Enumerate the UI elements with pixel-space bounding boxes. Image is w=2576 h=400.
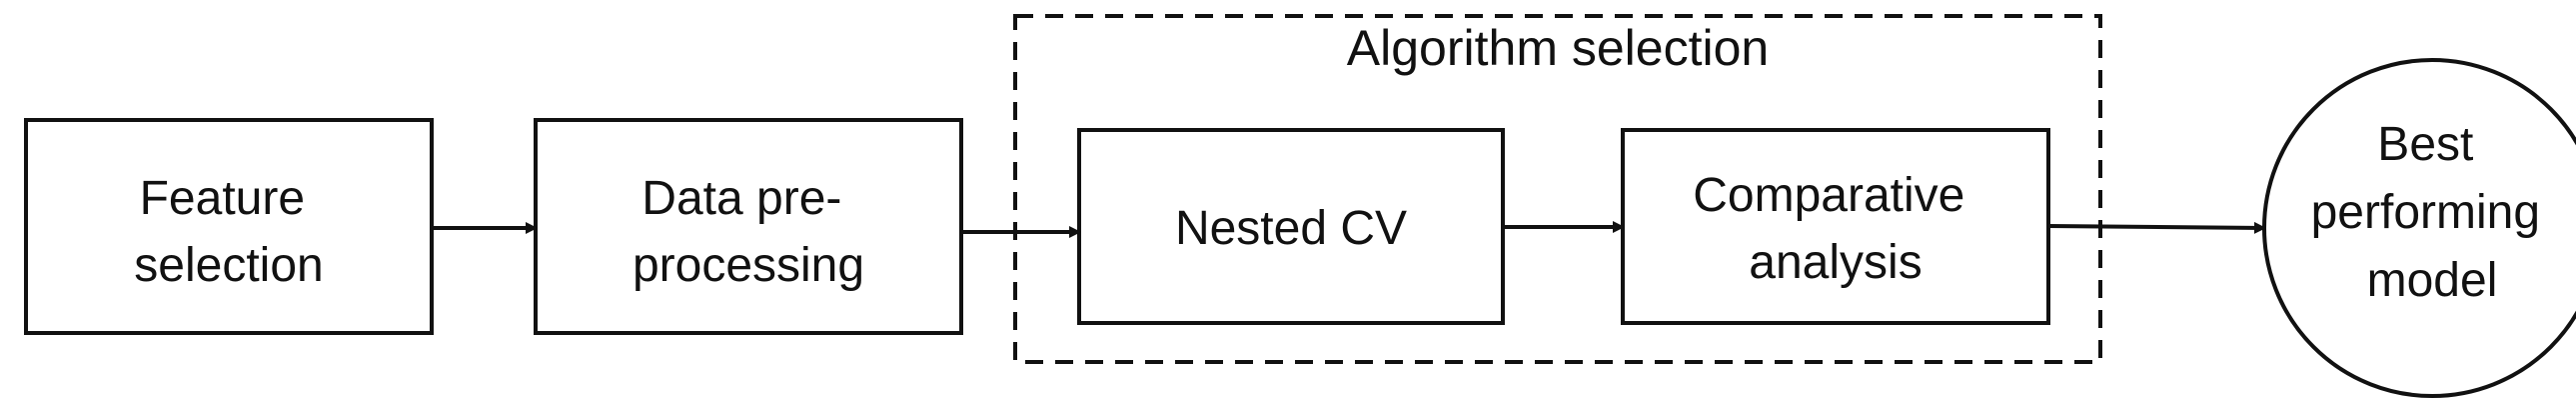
feature-selection-label: Feature selection — [134, 172, 323, 292]
algorithm-selection-title: Algorithm selection — [1347, 20, 1769, 76]
best-model-line-3: model — [2367, 254, 2498, 307]
feature-selection-box — [24, 118, 434, 335]
comparative-analysis-label: Comparative analysis — [1693, 169, 1977, 289]
nested-cv-line-1: Nested CV — [1175, 202, 1407, 255]
feature-selection-line-2: selection — [134, 239, 323, 292]
data-preprocessing-label: Data pre- processing — [633, 172, 864, 292]
feature-selection-line-1: Feature — [140, 172, 305, 225]
data-preprocessing-line-2: processing — [633, 239, 864, 292]
nested-cv-box — [1077, 128, 1505, 325]
data-preprocessing-line-1: Data pre- — [642, 172, 841, 225]
algorithm-selection-group — [1013, 14, 2102, 364]
comparative-analysis-line-1: Comparative — [1693, 169, 1964, 222]
best-model-label: Best performing model — [2311, 118, 2554, 307]
best-model-line-1: Best — [2377, 118, 2473, 171]
arrow-comparative-to-best-model — [2047, 221, 2266, 234]
comparative-analysis-line-2: analysis — [1749, 236, 1922, 289]
nested-cv-label: Nested CV — [1175, 202, 1407, 255]
best-model-line-2: performing — [2311, 186, 2540, 239]
data-preprocessing-box — [534, 118, 963, 335]
comparative-analysis-box — [1621, 128, 2050, 325]
